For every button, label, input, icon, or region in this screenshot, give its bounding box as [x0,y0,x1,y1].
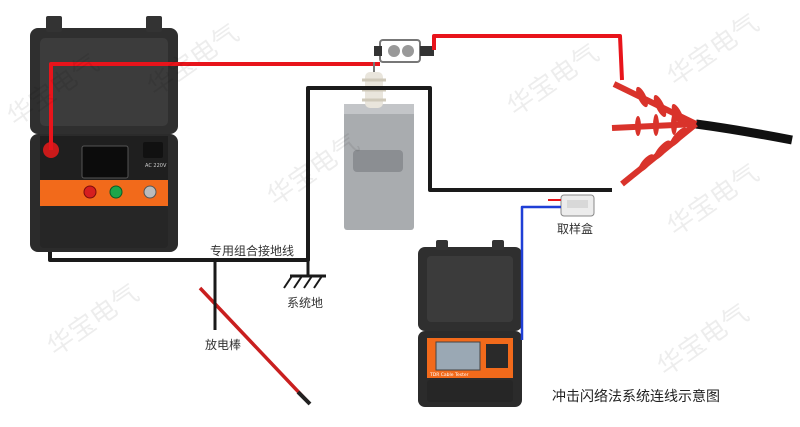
sampling-box-label: 取样盒 [557,222,594,236]
ground-wires [48,86,612,330]
tester-screen [435,341,481,371]
signal-wire [520,199,561,340]
system-ground-label: 系统地 [287,296,324,310]
ground-symbol [283,260,326,289]
sampling-box [560,194,595,217]
hv-wire-gap-to-cable [432,34,624,81]
discharge-rod [198,286,312,406]
generator-screen [81,145,129,179]
hv-capacitor [344,72,414,230]
tester-panel-text: TDR Cable Tester [429,372,469,378]
ground-wire-main [48,86,612,262]
ground-cable-label: 专用组合接地线 [210,244,295,258]
knob [143,185,157,199]
red-button [83,185,97,199]
generator-socket-label: AC 220V [145,163,167,169]
hv-wire-generator-to-gap [49,62,380,150]
discharge-rod-label: 放电棒 [205,338,242,352]
hv-wires [49,34,624,150]
green-button [109,185,123,199]
signal-wire-sampling-to-tester [520,205,561,340]
tdr-tester: TDR Cable Tester [418,240,522,407]
diagram-caption: 冲击闪络法系统连线示意图 [552,389,720,405]
hv-generator: AC 220V [30,16,178,252]
ball-gap [374,39,434,63]
cable-termination [611,81,793,187]
